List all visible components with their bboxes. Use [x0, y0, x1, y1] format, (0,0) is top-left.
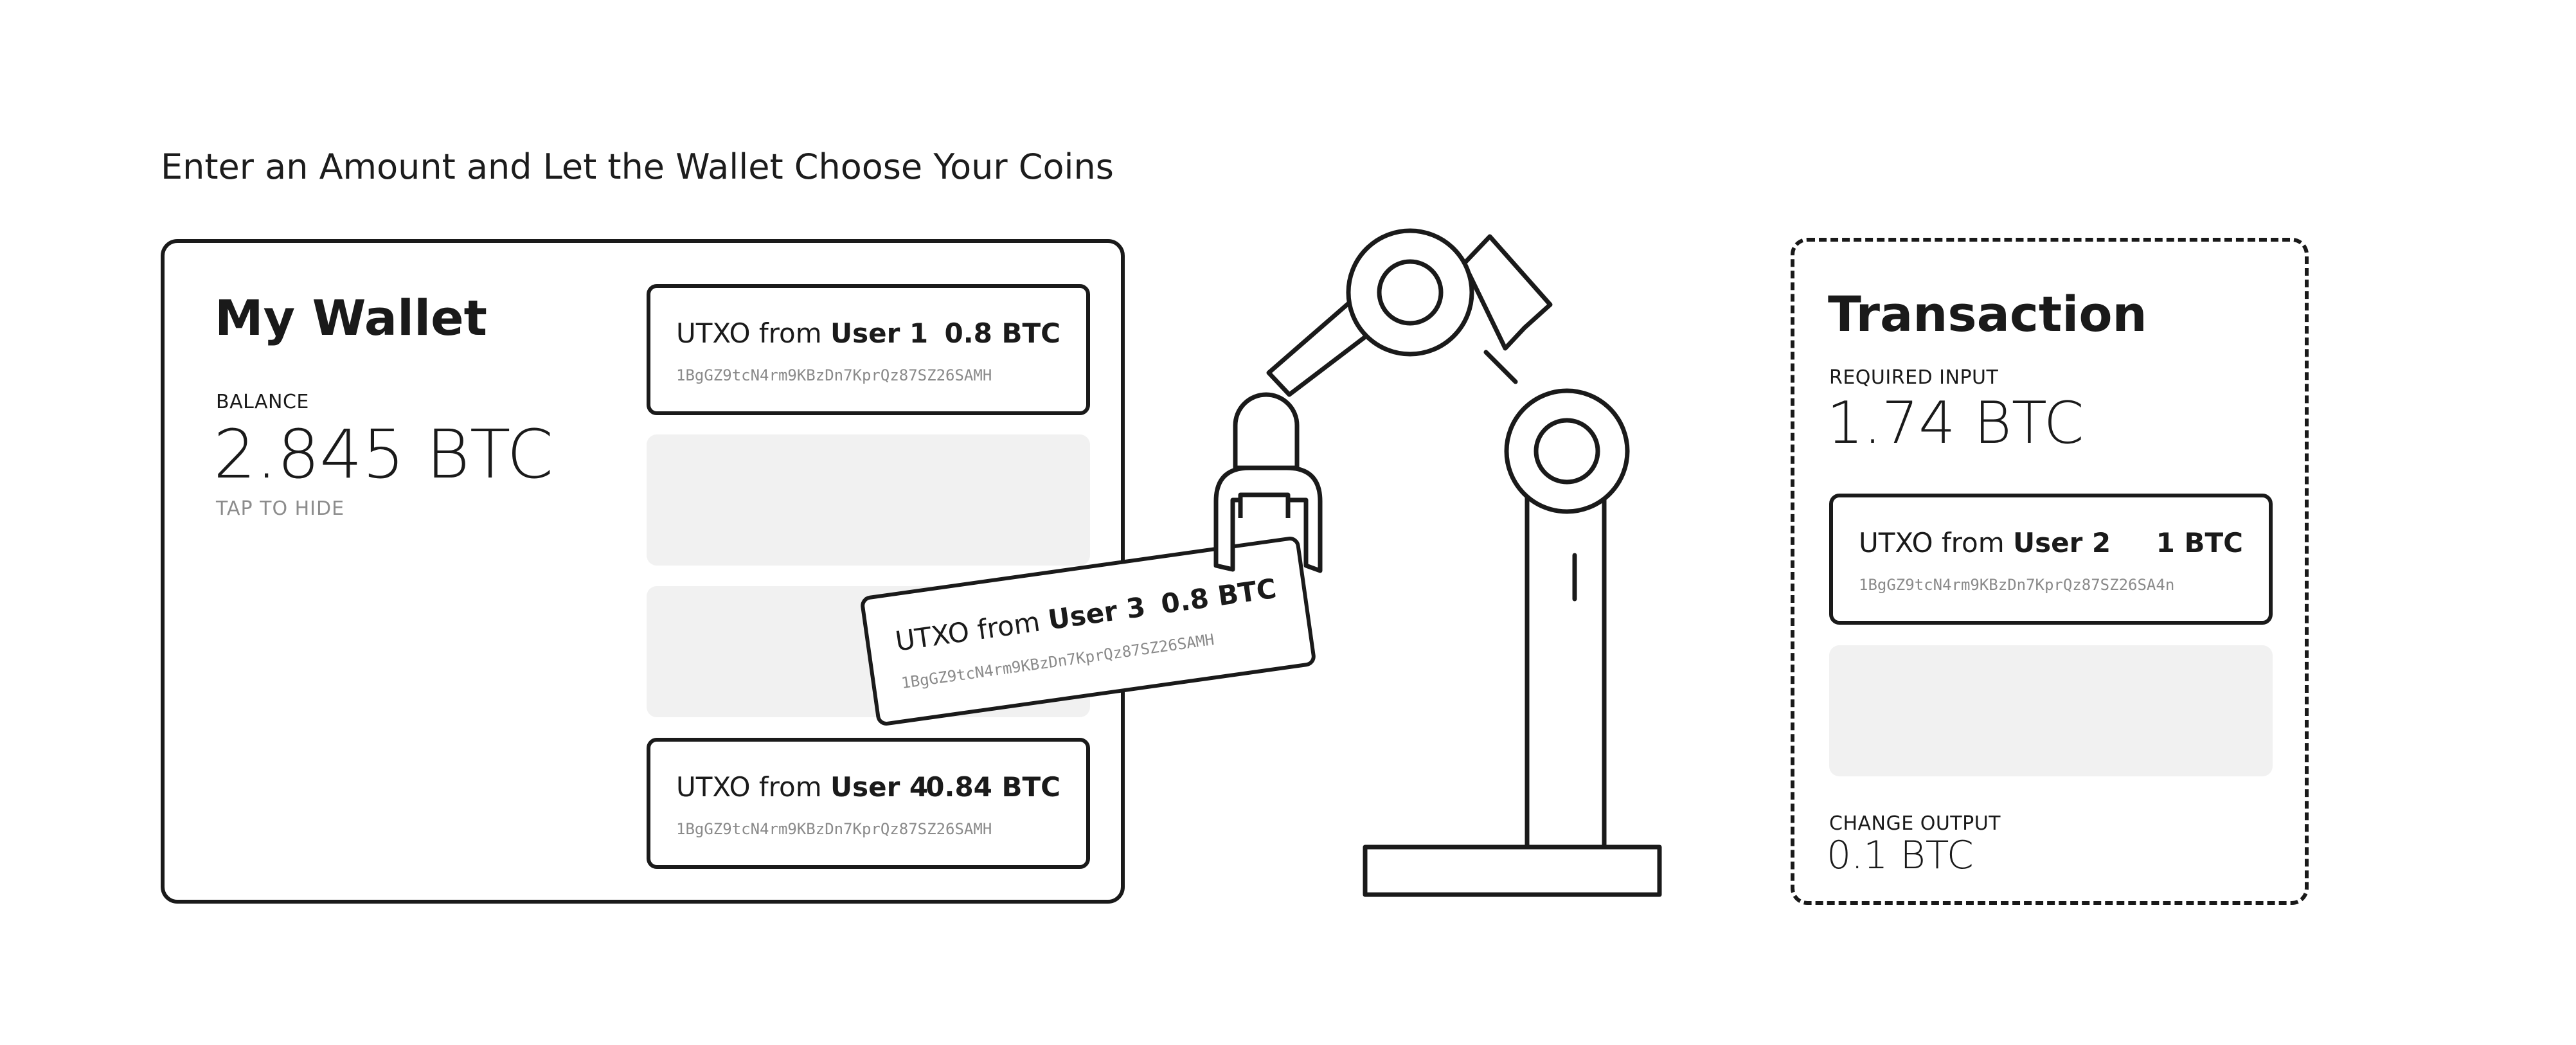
utxo-from-label: UTXO from User 4: [676, 771, 929, 803]
utxo-amount: 0.8 BTC: [944, 317, 1060, 349]
utxo-card-user-2[interactable]: UTXO from User 2 1 BTC 1BgGZ9tcN4rm9KBzD…: [1829, 494, 2273, 625]
required-input-label: REQUIRED INPUT: [1829, 366, 1999, 389]
balance-label: BALANCE: [216, 391, 309, 413]
utxo-amount: 0.84 BTC: [926, 771, 1060, 803]
transaction-title: Transaction: [1828, 285, 2147, 343]
utxo-from-label: UTXO from User 2: [1859, 527, 2111, 558]
wallet-title: My Wallet: [215, 289, 488, 346]
balance-value[interactable]: 2.845 BTC: [213, 415, 553, 494]
utxo-address: 1BgGZ9tcN4rm9KBzDn7KprQz87SZ26SAMH: [676, 820, 992, 838]
utxo-card-user-4[interactable]: UTXO from User 4 0.84 BTC 1BgGZ9tcN4rm9K…: [647, 738, 1090, 869]
empty-input-slot: [1829, 645, 2273, 776]
utxo-address: 1BgGZ9tcN4rm9KBzDn7KprQz87SZ26SA4n: [1859, 576, 2175, 594]
utxo-card-user-1[interactable]: UTXO from User 1 0.8 BTC 1BgGZ9tcN4rm9KB…: [647, 284, 1090, 415]
tap-to-hide-hint[interactable]: TAP TO HIDE: [216, 497, 345, 520]
change-output-value: 0.1 BTC: [1827, 833, 1974, 878]
change-output-label: CHANGE OUTPUT: [1829, 812, 2001, 835]
utxo-amount: 1 BTC: [2156, 527, 2243, 558]
empty-utxo-slot: [647, 434, 1090, 566]
utxo-from-label: UTXO from User 1: [676, 317, 929, 349]
page-title: Enter an Amount and Let the Wallet Choos…: [161, 147, 1114, 187]
required-input-value: 1.74 BTC: [1827, 389, 2084, 457]
utxo-address: 1BgGZ9tcN4rm9KBzDn7KprQz87SZ26SAMH: [676, 366, 992, 384]
